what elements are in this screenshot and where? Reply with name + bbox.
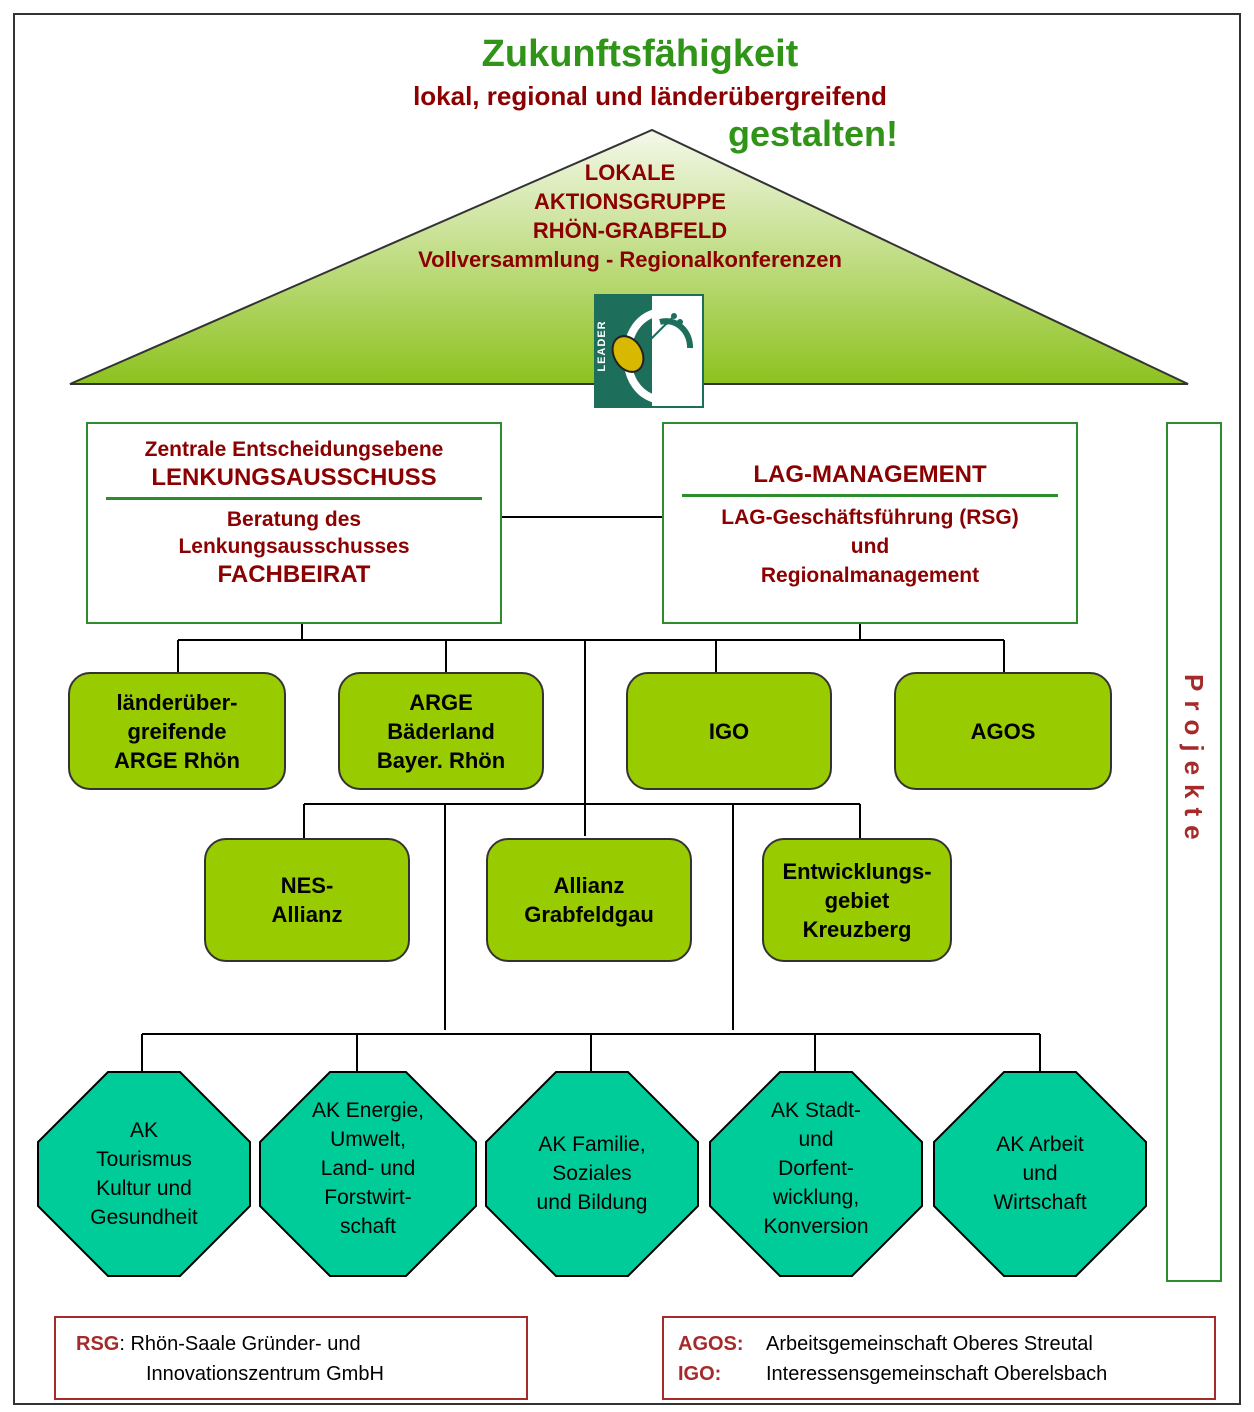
box-arge-baederland-label: ARGE Bäderland Bayer. Rhön [376,689,506,773]
legend-abbreviations: AGOS: Arbeitsgemeinschaft Oberes Streuta… [662,1316,1216,1400]
box-kreuzberg-label: Entwicklungs- gebiet Kreuzberg [782,858,932,942]
page-title: Zukunftsfähigkeit [481,33,799,75]
left-box-line-1: Zentrale Entscheidungsebene [144,438,444,461]
octagon-1 [37,1071,251,1277]
octagon-4 [709,1071,923,1277]
box-allianz-grabfeldgau-label: Allianz Grabfeldgau [524,873,654,927]
box-nes-allianz-label: NES- Allianz [271,873,343,927]
box-nes-allianz: NES- Allianz [204,838,410,962]
page-border [13,13,1241,1405]
legend-agos-text: Arbeitsgemeinschaft Oberes Streutal [766,1333,1093,1355]
roof-line-4: Vollversammlung - Regionalkonferenzen [418,247,842,272]
projects-box: Projekte [1166,422,1222,1282]
box-igo: IGO [626,672,832,790]
right-box-divider [682,494,1058,497]
left-box-line-4: Lenkungsausschusses [178,535,410,558]
left-box-divider [106,497,482,500]
ak-stadt-label: AK Stadt- und Dorfent- wicklung, Konvers… [763,1099,869,1238]
roof-line-1: LOKALE [584,160,676,185]
roof-line-2: AKTIONSGRUPPE [534,189,726,214]
leader-logo-text: LEADER [596,320,608,372]
page-subtitle: lokal, regional und länderübergreifend [413,81,887,111]
leader-logo-icon [594,294,704,408]
legend-igo-key: IGO: [678,1363,722,1385]
legend-rsg-key: RSG [76,1333,120,1355]
octagon-3 [485,1071,699,1277]
roof-line-3: RHÖN-GRABFELD [532,218,728,243]
octagons [37,1071,1147,1277]
box-kreuzberg: Entwicklungs- gebiet Kreuzberg [762,838,952,962]
legend-igo-text: Interessensgemeinschaft Oberelsbach [766,1363,1108,1385]
right-box-line-4: Regionalmanagement [760,564,980,587]
box-agos: AGOS [894,672,1112,790]
slogan: gestalten! [728,113,899,154]
legend-rsg: RSG: Rhön-Saale Gründer- und Innovations… [54,1316,528,1400]
box-arge-rhoen: länderüber- greifende ARGE Rhön [68,672,286,790]
legend-rsg-line-1: : Rhön-Saale Gründer- und [119,1333,361,1355]
box-arge-rhoen-label: länderüber- greifende ARGE Rhön [114,689,240,773]
box-arge-baederland: ARGE Bäderland Bayer. Rhön [338,672,544,790]
right-box-line-2: LAG-Geschäftsführung (RSG) [721,506,1019,529]
octagon-5 [933,1071,1147,1277]
box-allianz-grabfeldgau: Allianz Grabfeldgau [486,838,692,962]
projects-label: Projekte [1179,674,1209,849]
left-steering-box: Zentrale Entscheidungsebene LENKUNGSAUSS… [86,422,502,624]
right-box-line-3: und [850,535,890,558]
ak-energie-label: AK Energie, Umwelt, Land- und Forstwirt-… [311,1099,425,1238]
ak-tourismus-label: AK Tourismus Kultur und Gesundheit [90,1119,198,1229]
left-box-line-3: Beratung des [226,508,362,531]
right-management-box: LAG-MANAGEMENT LAG-Geschäftsführung (RSG… [662,422,1078,624]
legend-rsg-line-2: Innovationszentrum GmbH [146,1363,384,1385]
left-box-line-5: FACHBEIRAT [217,561,371,588]
left-box-line-2: LENKUNGSAUSSCHUSS [151,464,437,491]
box-agos-label: AGOS [970,718,1036,744]
right-box-line-1: LAG-MANAGEMENT [753,461,987,488]
legend-agos-key: AGOS: [678,1333,744,1355]
ak-arbeit-label: AK Arbeit und Wirtschaft [993,1133,1087,1214]
box-igo-label: IGO [708,718,750,744]
octagon-2 [259,1071,477,1277]
connector-lines [141,516,1041,1092]
ak-familie-label: AK Familie, Soziales und Bildung [536,1133,648,1214]
